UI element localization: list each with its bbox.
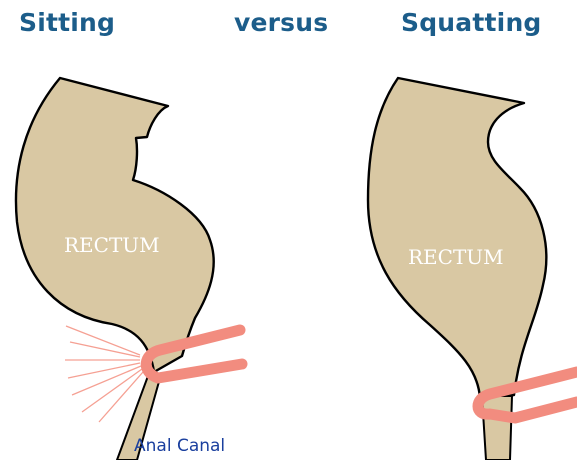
anal-canal-squatting	[482, 396, 512, 460]
sitting-panel: RECTUM Anal Canal	[16, 78, 242, 460]
rectum-squatting	[368, 78, 546, 398]
squatting-panel: RECTUM	[368, 78, 577, 460]
anal-canal-label: Anal Canal	[134, 436, 225, 456]
rectum-label-sitting: RECTUM	[64, 233, 160, 257]
rectum-sitting	[16, 78, 214, 372]
rectum-label-squatting: RECTUM	[408, 245, 504, 269]
strain-lines	[65, 326, 143, 422]
